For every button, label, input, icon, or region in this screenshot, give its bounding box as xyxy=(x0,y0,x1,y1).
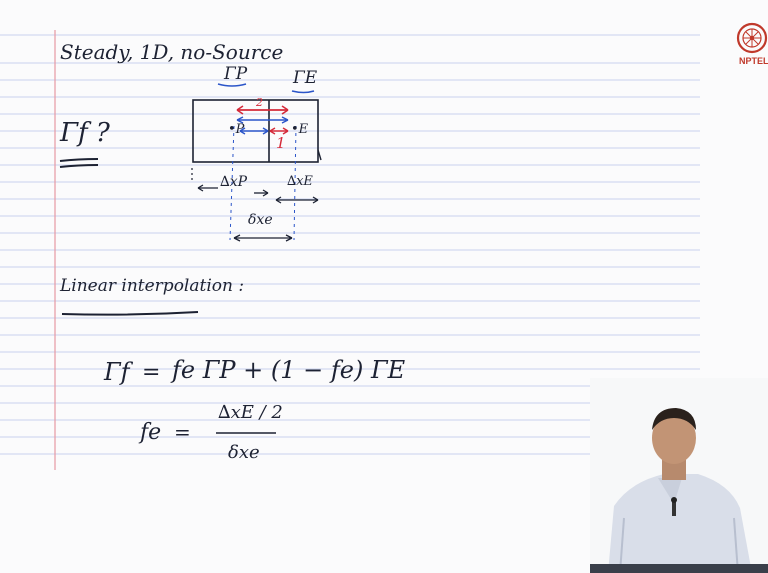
label-1: 1 xyxy=(276,134,286,152)
eq1-lhs: Γf xyxy=(104,358,130,386)
gamma-e-label: ΓE xyxy=(293,68,318,88)
notes-heading: Steady, 1D, no-Source xyxy=(60,40,284,64)
presenter-video xyxy=(590,378,768,573)
node-p: •P xyxy=(228,122,245,137)
nptel-logo-icon xyxy=(736,22,768,54)
eq2-equals: = xyxy=(174,420,191,444)
dx-p-label: ∆xP xyxy=(220,174,248,190)
node-e: •E xyxy=(291,122,309,137)
gamma-p-label: ΓP xyxy=(224,64,248,84)
ruled-lines xyxy=(0,30,700,470)
interpolation-title: Linear interpolation : xyxy=(60,276,245,296)
control-volume-diagram xyxy=(191,83,322,242)
interpolation-underline xyxy=(61,311,199,316)
eq2-denominator: δxe xyxy=(228,442,260,463)
gamma-f-question: Γf ? xyxy=(60,118,110,148)
dx-e-label: ∆xE xyxy=(287,174,313,189)
delta-xe-label: δxe xyxy=(248,212,273,228)
eq1-rhs: fe ΓP + (1 − fe) ΓE xyxy=(172,356,406,384)
eq2-numerator: ∆xE / 2 xyxy=(218,402,283,423)
label-2: 2 xyxy=(256,96,263,109)
eq2-lhs: fe xyxy=(140,420,162,445)
eq1-equals: = xyxy=(142,360,161,385)
fraction-bar xyxy=(216,432,276,434)
question-underline xyxy=(59,158,99,168)
nptel-logo-text: NPTEL xyxy=(739,56,768,66)
